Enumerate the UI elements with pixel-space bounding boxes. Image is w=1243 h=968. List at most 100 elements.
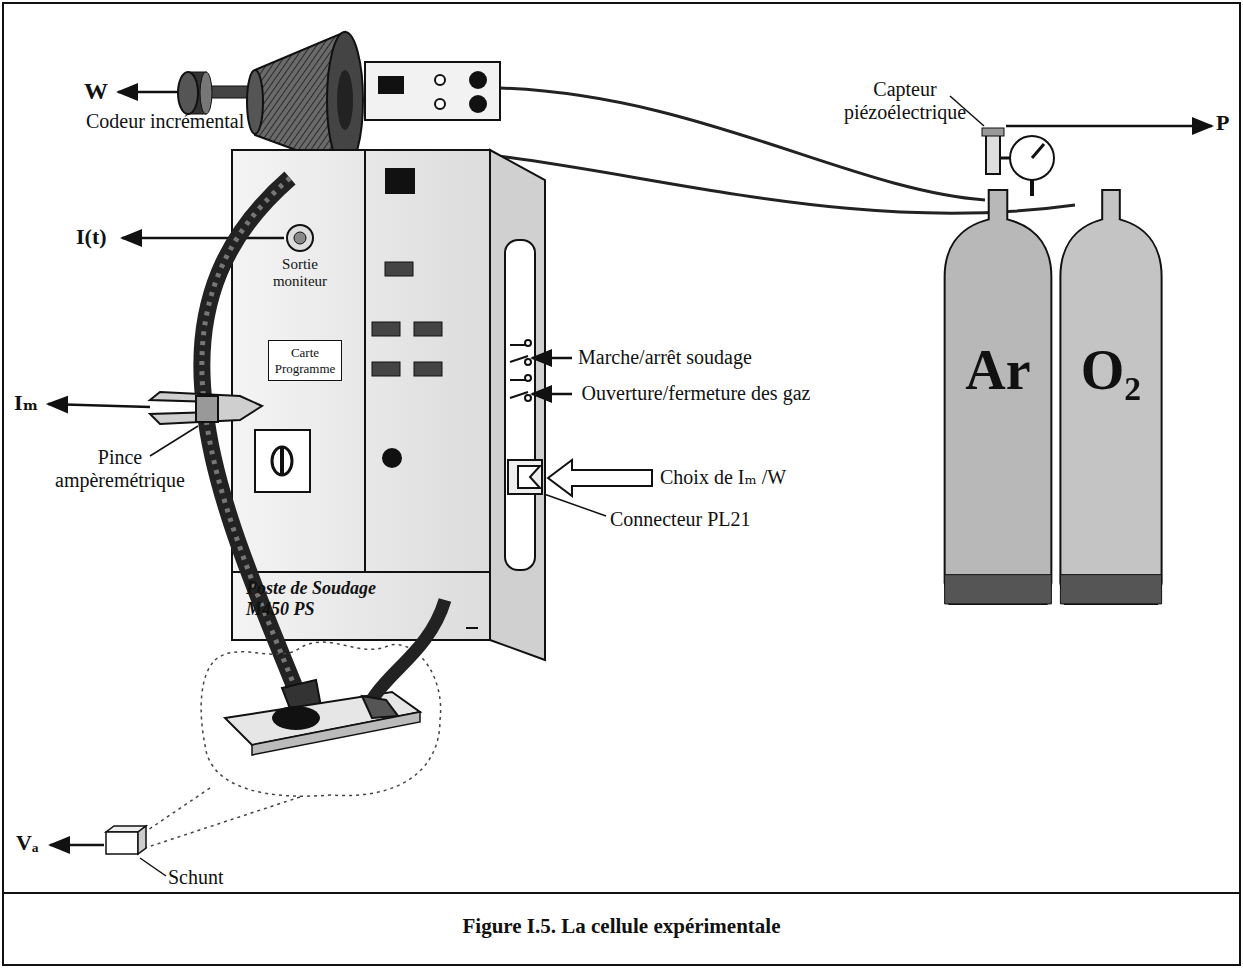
welding-machine [294,232,306,244]
control-box [365,62,500,120]
signal-arrow [1006,125,1212,128]
gas-bottle: Ar [940,188,1056,606]
welding-machine [372,362,400,376]
shunt [106,832,138,854]
gas-cables [490,88,1075,213]
part-label: Sortie moniteur [262,256,338,291]
current-clamp [196,396,218,422]
signal-arrow [118,91,178,94]
wire-spool [327,32,363,168]
frame [3,3,1240,965]
pressure-sensor [1030,180,1034,196]
figure-caption: Figure I.5. La cellule expérimentale [3,914,1240,938]
welding-machine [232,150,545,660]
switch-panel [525,395,531,401]
gas-name: O₂ [1056,338,1166,402]
part-label: Codeur incrémental [86,110,286,133]
leader-line [544,494,606,516]
signal-arrow [48,404,150,407]
part-label: Capteur piézoélectrique [830,78,980,124]
frame [3,3,1240,965]
control-box [365,62,500,120]
gas-name: Ar [940,338,1056,402]
welding-machine [382,448,402,468]
signal-arrow [118,91,178,94]
leader-line [140,858,166,876]
input-arrow [548,460,652,496]
switch-panel [525,359,531,365]
card-label: Carte Programme [272,345,338,376]
current-clamp [150,392,262,424]
leader-line [150,426,198,456]
part-label: Connecteur PL21 [610,508,810,531]
signal-arrow [48,404,150,407]
welding-machine [364,150,366,572]
welding-machine [466,627,478,629]
shunt [106,788,300,854]
switch-panel [518,466,540,488]
signal-arrow [50,844,104,847]
switch-panel [505,240,535,570]
wire-spool [205,32,363,168]
incremental-encoder [178,72,198,114]
part-label: Ouverture/fermeture des gaz [576,382,816,405]
part-label: Choix de Iₘ /W [660,466,860,489]
signal-name: Vₐ [16,830,38,855]
signal-arrow [1006,125,1212,128]
signal-arrow [122,237,284,240]
pressure-sensor [986,132,1000,174]
control-box [378,76,404,94]
signal-arrow [532,357,572,360]
program-card: Carte Programme [268,340,342,381]
part-label: Pince ampèremétrique [40,446,200,492]
welding-machine [385,262,413,276]
switch-panel [525,375,531,381]
pressure-sensor [1032,144,1044,158]
gas-bottle: O₂ [1056,188,1166,606]
bottle-base [1060,575,1161,604]
shunt [145,797,300,848]
wire-spool [247,70,263,134]
frame [3,892,1240,894]
welding-machine [255,430,310,492]
welding-machine [280,446,284,476]
shunt [138,826,146,854]
bottle-base [945,575,1052,604]
switch-panel [505,240,542,570]
control-box [435,75,445,85]
signal-name: W [84,78,108,106]
ground-cable [362,600,445,718]
welding-machine [414,322,442,336]
leader-line [140,858,166,876]
signal-arrow [122,238,572,394]
welding-machine [232,150,490,640]
control-box [469,95,487,113]
welding-machine [287,225,313,251]
control-box [469,71,487,89]
signal-name: I(t) [76,224,107,249]
switch-panel [525,340,531,346]
welding-machine [414,362,442,376]
switch-panel [508,460,542,494]
part-label: Marche/arrêt soudage [578,346,838,369]
current-clamp [150,392,262,424]
welding-machine [385,168,415,194]
signal-name: P [1216,110,1229,135]
control-box [435,99,445,109]
welding-machine [490,150,545,660]
machine-name: Poste de Soudage M450 PS [246,578,416,619]
signal-arrow [50,844,104,847]
incremental-encoder [178,72,212,114]
leader-line [544,494,606,516]
part-label: Schunt [168,866,224,889]
workpiece [272,706,320,730]
welding-machine [272,447,292,475]
signal-arrow [532,393,572,396]
shunt [145,788,210,832]
ground-cable [372,600,445,700]
wire-spool [337,70,353,130]
switch-panel [510,340,531,401]
ground-cable [362,696,398,718]
